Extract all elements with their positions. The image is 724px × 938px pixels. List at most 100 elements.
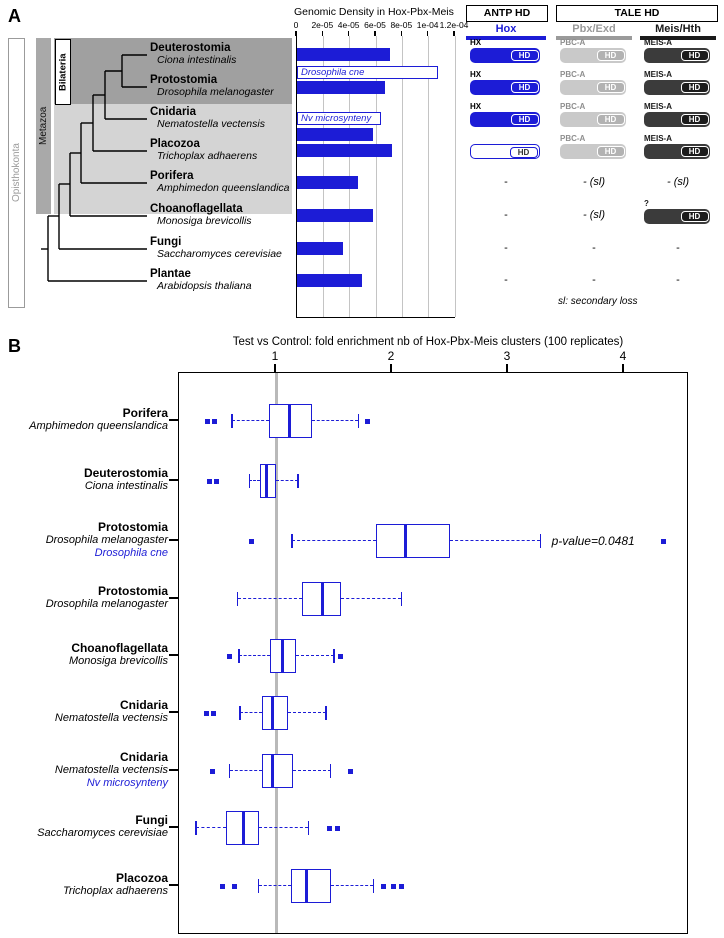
- whisker-cap: [329, 764, 332, 778]
- motif-bar: HD: [560, 144, 626, 159]
- row-label-line: Fungi: [135, 813, 168, 827]
- row-label-line: Nematostella vectensis: [54, 712, 168, 724]
- absence-mark: - (sl): [583, 176, 605, 188]
- whisker-cap: [400, 592, 403, 606]
- row-label-line: Nv microsynteny: [86, 776, 168, 789]
- whisker: [249, 480, 260, 481]
- row-label-line: Cnidaria: [119, 698, 168, 712]
- whisker-cap: [539, 534, 542, 548]
- column-underline: [466, 36, 546, 40]
- motif-bar: HD: [644, 112, 710, 127]
- row-label-line: Drosophila cne: [94, 546, 168, 559]
- taxon-group-label: Porifera: [150, 170, 194, 182]
- gridline: [401, 36, 403, 317]
- motif-caption: PBC-A: [560, 134, 586, 143]
- whisker-cap: [257, 879, 260, 893]
- axis-tick-label: 1: [271, 349, 279, 363]
- column-underline: [640, 36, 716, 40]
- panel-a-label: A: [8, 6, 21, 26]
- whisker-cap: [325, 706, 327, 720]
- axis-tick: [390, 364, 392, 372]
- taxon-species-label: Nematostella vectensis: [157, 118, 265, 130]
- median-line: [265, 464, 269, 498]
- bar: [297, 176, 358, 189]
- median-line: [271, 754, 275, 788]
- row-label-line: Drosophila melanogaster: [45, 533, 168, 546]
- motif-bar: HD: [560, 112, 626, 127]
- motif-bar: HD: [470, 80, 540, 95]
- boxplot-title: Test vs Control: fold enrichment nb of H…: [232, 336, 624, 348]
- whisker: [258, 885, 292, 886]
- hd-chip: HD: [510, 81, 539, 93]
- motif-caption: MEIS-A: [644, 102, 672, 111]
- taxon-group-label: Placozoa: [150, 138, 200, 150]
- taxon-group-label: Plantae: [150, 268, 191, 280]
- axis-tick-label: 3: [503, 349, 511, 363]
- bar-label: Nv microsynteny: [301, 113, 372, 124]
- domain-header-antp: ANTP HD: [466, 5, 548, 22]
- whisker-cap: [231, 414, 233, 428]
- outlier-point: [203, 710, 209, 716]
- absence-mark: - (sl): [583, 209, 605, 221]
- taxon-group-label: Deuterostomia: [150, 42, 231, 54]
- row-label-line: Saccharomyces cerevisiae: [37, 827, 168, 839]
- motif-caption: PBC-A: [560, 38, 586, 47]
- motif-bar: HD: [644, 144, 710, 159]
- clade-box-bilateria: Bilateria: [55, 39, 71, 105]
- taxon-species-label: Saccharomyces cerevisiae: [157, 248, 282, 260]
- whisker: [287, 712, 326, 713]
- motif-bar: HD: [644, 209, 710, 224]
- column-label-meishth: Meis/Hth: [655, 23, 701, 35]
- taxon-species-label: Drosophila melanogaster: [157, 86, 274, 98]
- absence-mark: -: [504, 242, 508, 254]
- absence-mark: -: [592, 242, 596, 254]
- bar-outline: Drosophila cne: [297, 66, 438, 79]
- bar: [297, 209, 374, 222]
- row-tick: [169, 711, 178, 713]
- motif-caption: PBC-A: [560, 102, 586, 111]
- outlier-point: [212, 418, 218, 424]
- outlier-point: [660, 538, 666, 544]
- hd-chip: HD: [596, 49, 625, 61]
- axis-tick-label: 4e-05: [337, 20, 360, 30]
- whisker: [295, 655, 334, 656]
- bar-chart-title: Genomic Density in Hox-Pbx-Meis: [294, 6, 454, 18]
- motif-bar: HD: [470, 144, 540, 159]
- whisker-cap: [357, 414, 360, 428]
- row-tick: [169, 419, 178, 421]
- whisker-cap: [238, 649, 240, 663]
- absence-mark: -: [676, 242, 680, 254]
- whisker: [237, 598, 302, 599]
- box: [375, 524, 450, 558]
- column-label-pbxexd: Pbx/Exd: [572, 23, 616, 35]
- motif-bar: HD: [644, 80, 710, 95]
- whisker: [450, 540, 541, 541]
- bar: [297, 144, 392, 157]
- whisker-cap: [248, 474, 251, 488]
- row-tick: [169, 826, 178, 828]
- row-tick: [169, 539, 178, 541]
- outlier-point: [210, 710, 216, 716]
- hd-chip: HD: [510, 113, 539, 125]
- hd-chip: HD: [509, 146, 538, 158]
- hd-chip: HD: [680, 210, 709, 222]
- taxon-group-label: Choanoflagellata: [150, 203, 243, 215]
- motif-bar: HD: [644, 48, 710, 63]
- motif-bar: HD: [470, 48, 540, 63]
- bilateria-shading: [54, 38, 292, 104]
- whisker-cap: [372, 879, 375, 893]
- outlier-point: [381, 883, 387, 889]
- gridline: [428, 36, 430, 317]
- motif-caption: MEIS-A: [644, 134, 672, 143]
- absence-mark: -: [504, 209, 508, 221]
- whisker-cap: [297, 474, 299, 488]
- axis-tick-label: 1e-04: [416, 20, 439, 30]
- outlier-point: [207, 478, 213, 484]
- absence-mark: -: [504, 274, 508, 286]
- whisker: [231, 420, 270, 421]
- outlier-point: [347, 768, 353, 774]
